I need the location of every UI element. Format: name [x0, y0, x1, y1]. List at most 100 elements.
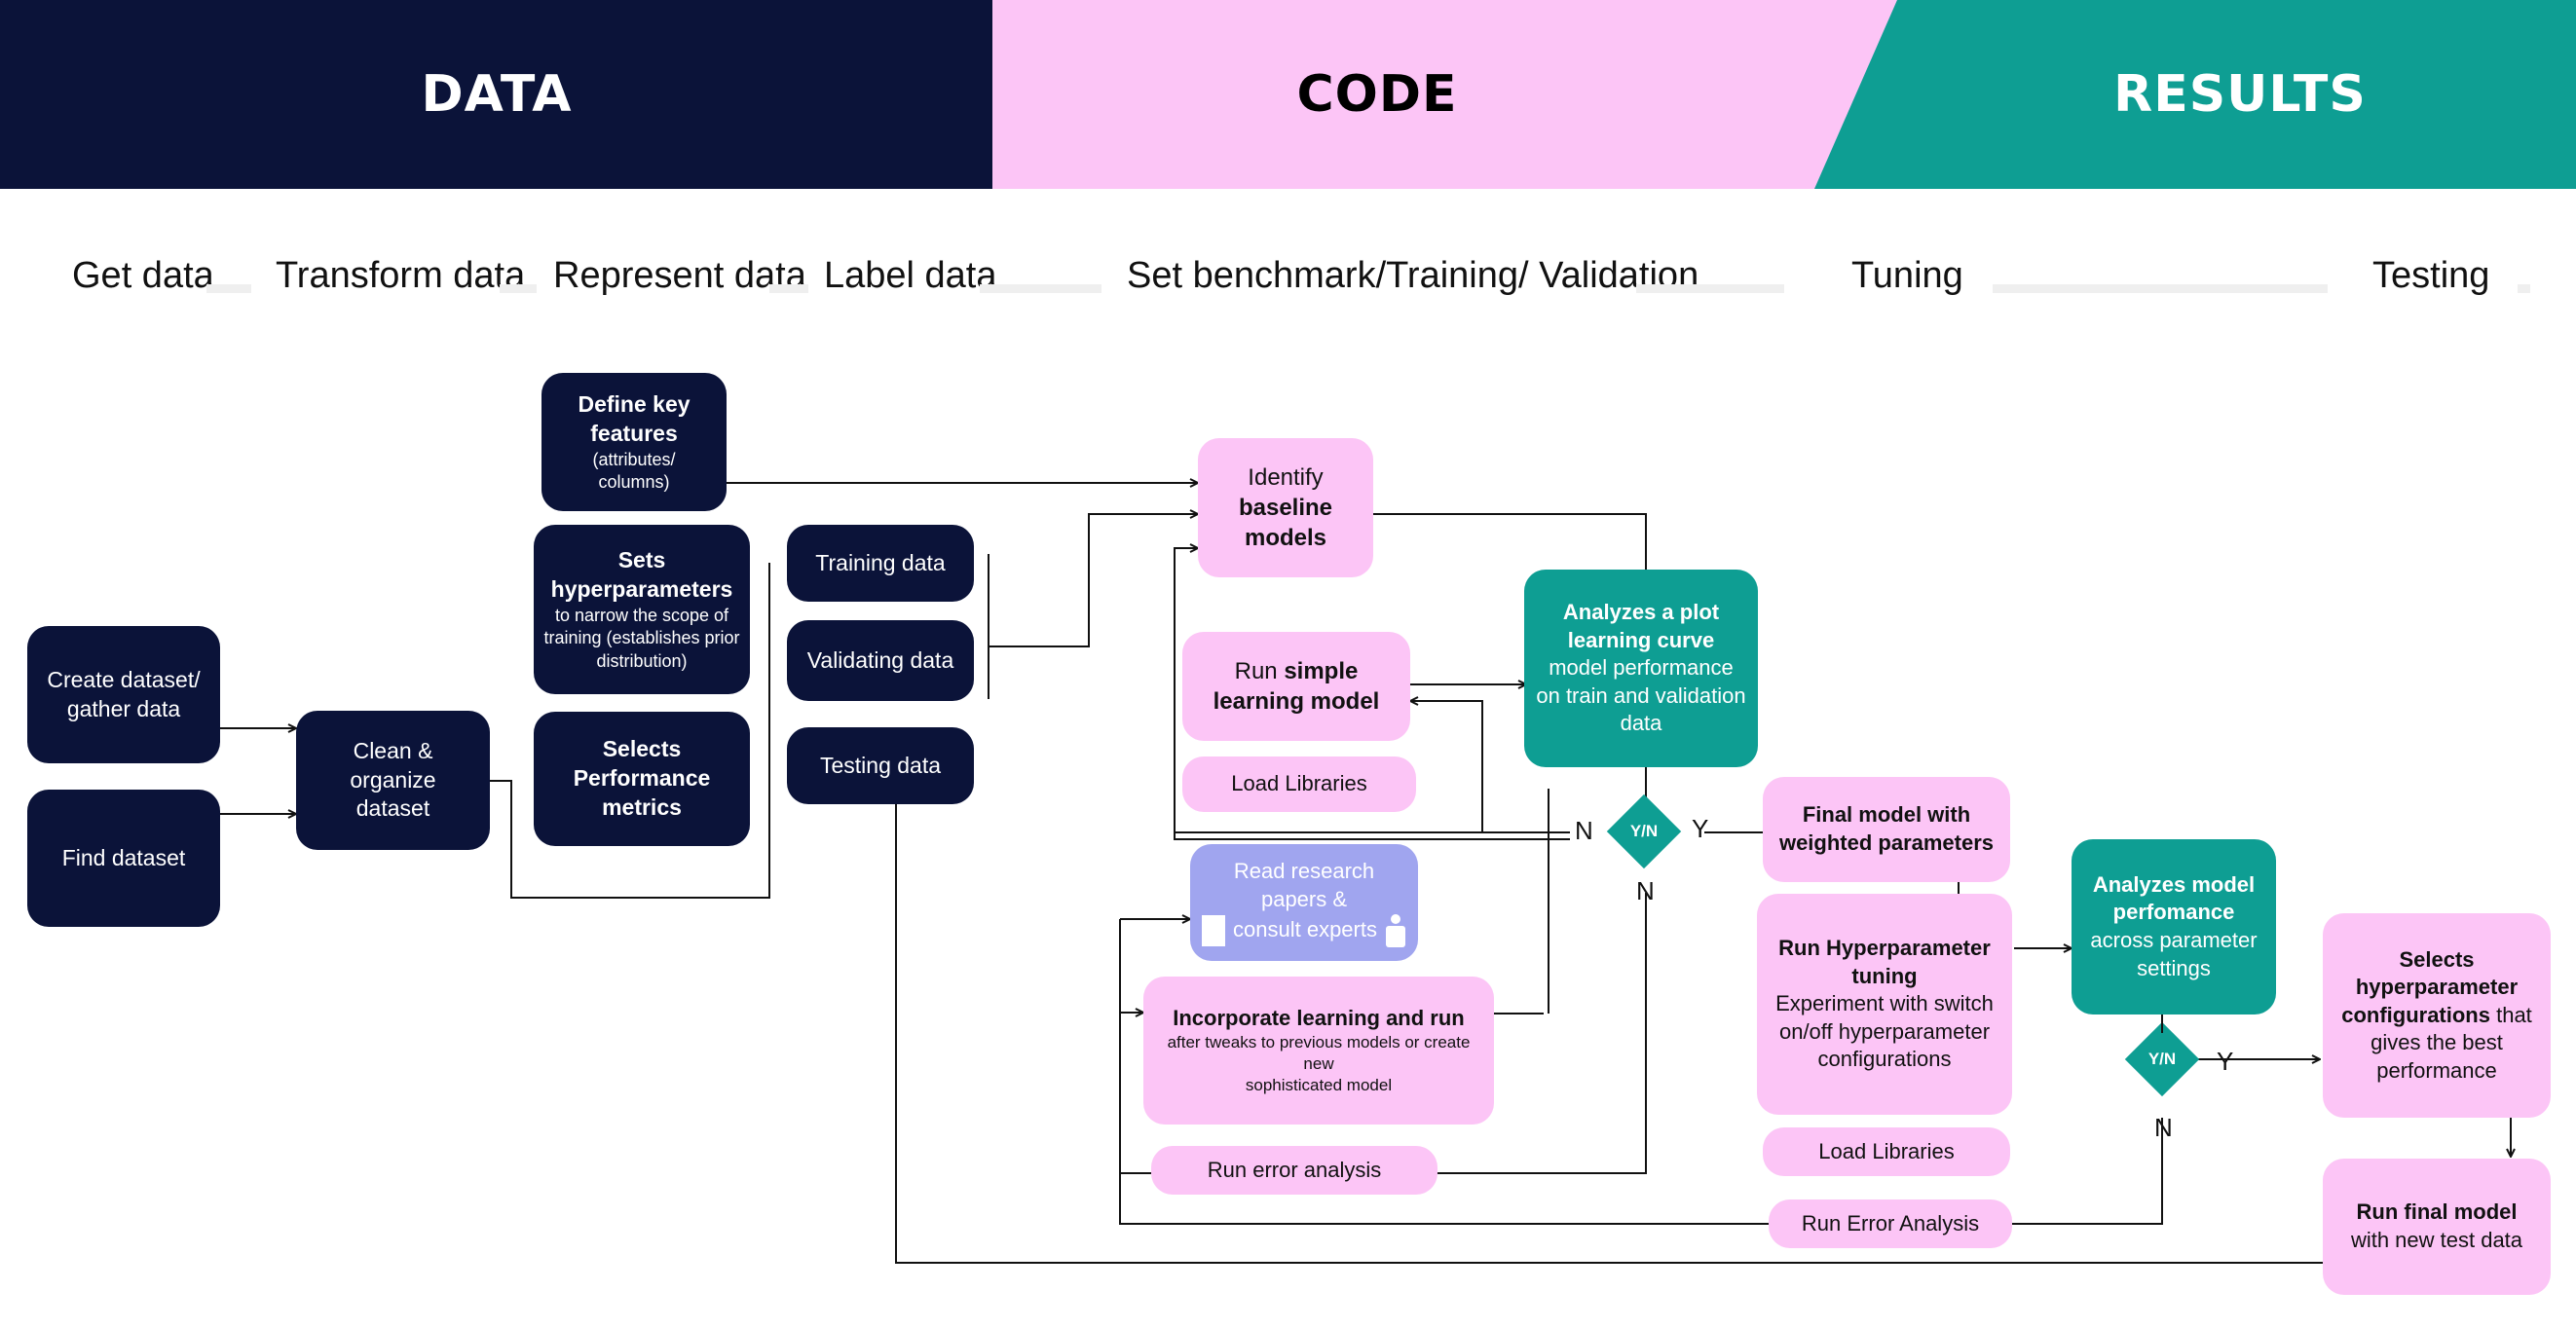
- stage-divider: [206, 284, 251, 293]
- selects-perf-bold3: metrics: [602, 793, 682, 820]
- analyzes-model-line3: across parameter: [2090, 928, 2258, 952]
- selects-config-bold2: hyperparameter: [2355, 975, 2519, 1000]
- define-bold2: features: [590, 420, 678, 446]
- stage-transform-data: Transform data: [276, 255, 526, 296]
- selects-config-bold3: configurations: [2341, 1002, 2490, 1027]
- run-final-model-node: Run final model with new test data: [2323, 1159, 2551, 1295]
- analyzes-learning-curve-node: Analyzes a plot learning curve model per…: [1524, 570, 1758, 767]
- run-simple-bold1: simple: [1284, 657, 1359, 684]
- selects-perf-bold1: Selects: [602, 736, 682, 762]
- define-small2: columns): [598, 471, 670, 492]
- testing-data-label: Testing data: [819, 752, 942, 778]
- decision-2-yes-label: Y: [2217, 1047, 2234, 1076]
- run-simple-line1: Run simple: [1235, 656, 1359, 686]
- identify-bold3: models: [1244, 525, 1327, 552]
- selects-config-bold1: Selects: [2399, 946, 2475, 972]
- create-dataset-line2: gather data: [66, 695, 181, 721]
- create-dataset-line1: Create dataset/: [47, 666, 201, 692]
- read-research-line2: consult experts: [1233, 916, 1377, 941]
- analyzes-curve-line5: data: [1620, 711, 1662, 736]
- final-model-bold1: Final model with: [1802, 802, 1971, 828]
- sets-hyper-small3: distribution): [596, 650, 688, 671]
- header-results-container: RESULTS: [2045, 0, 2435, 189]
- header-data-label: DATA: [421, 65, 573, 124]
- load-libraries-label-2: Load Libraries: [1818, 1138, 1955, 1163]
- testing-data-node: Testing data: [787, 727, 974, 804]
- read-research-line1: Read research papers &: [1233, 859, 1375, 911]
- define-bold1: Define key: [578, 390, 691, 417]
- stage-label-data: Label data: [824, 255, 997, 296]
- selects-performance-node: Selects Performance metrics: [534, 712, 750, 846]
- run-hyper-bold2: tuning: [1851, 963, 1918, 988]
- define-features-node: Define key features (attributes/ columns…: [541, 373, 727, 511]
- analyzes-curve-line4: on train and validation: [1536, 682, 1746, 708]
- sets-hyper-bold2: hyperparameters: [550, 575, 733, 602]
- stage-tuning: Tuning: [1851, 255, 1963, 296]
- selects-perf-bold2: Performance: [573, 765, 711, 792]
- analyzes-model-performance-node: Analyzes model perfomance across paramet…: [2072, 839, 2276, 1014]
- identify-line1: Identify: [1248, 463, 1324, 491]
- run-hyper-bold1: Run Hyperparameter: [1778, 936, 1991, 961]
- load-libraries-node: Load Libraries: [1182, 756, 1416, 812]
- analyzes-curve-line3: model performance: [1549, 655, 1734, 681]
- header-band-data: DATA: [0, 0, 993, 189]
- load-libraries-node-2: Load Libraries: [1763, 1127, 2010, 1176]
- define-small1: (attributes/: [592, 449, 676, 469]
- run-hyper-line4: on/off hyperparameter: [1778, 1018, 1991, 1044]
- incorporate-small1: after tweaks to previous models or creat…: [1167, 1033, 1471, 1074]
- final-model-node: Final model with weighted parameters: [1763, 777, 2010, 882]
- run-error-analysis-node: Run error analysis: [1151, 1146, 1437, 1195]
- incorporate-learning-node: Incorporate learning and run after tweak…: [1143, 977, 1494, 1125]
- sets-hyperparameters-node: Sets hyperparameters to narrow the scope…: [534, 525, 750, 694]
- decision-no-down-label: N: [1636, 876, 1655, 905]
- decision-label-2: Y/N: [2147, 1050, 2177, 1068]
- decision-2-no-label: N: [2154, 1113, 2173, 1142]
- run-error-analysis-label: Run error analysis: [1207, 1157, 1382, 1182]
- create-dataset-node: Create dataset/ gather data: [27, 626, 220, 763]
- incorporate-small2: sophisticated model: [1245, 1076, 1393, 1095]
- training-data-node: Training data: [787, 525, 974, 602]
- training-data-label: Training data: [815, 549, 946, 575]
- incorporate-bold1: Incorporate learning and run: [1173, 1005, 1465, 1030]
- stage-divider: [1993, 284, 2328, 293]
- person-icon: [1385, 913, 1406, 947]
- stage-represent-data: Represent data: [553, 255, 806, 296]
- read-research-line2-row: consult experts: [1202, 913, 1406, 947]
- run-hyper-line3: Experiment with switch: [1775, 991, 1994, 1016]
- run-hyper-line5: configurations: [1817, 1047, 1952, 1072]
- analyzes-model-bold1: Analyzes model: [2092, 871, 2256, 897]
- analyzes-model-line4: settings: [2137, 955, 2211, 980]
- final-model-bold2: weighted parameters: [1778, 830, 1995, 855]
- stage-divider: [980, 284, 1101, 293]
- selects-config-tail3: that: [2489, 1002, 2532, 1027]
- validating-data-label: Validating data: [806, 646, 954, 673]
- header-band-code: CODE: [992, 0, 1898, 189]
- read-research-node: Read research papers & consult experts: [1190, 844, 1418, 961]
- run-simple-pre: Run: [1234, 657, 1285, 684]
- run-simple-model-node: Run simple learning model: [1182, 632, 1410, 741]
- stage-divider: [2518, 284, 2530, 293]
- stage-get-data: Get data: [72, 255, 214, 296]
- stage-divider: [500, 284, 537, 293]
- decision-no-label: N: [1575, 816, 1593, 845]
- clean-organize-node: Clean & organize dataset: [296, 711, 490, 850]
- validating-data-node: Validating data: [787, 620, 974, 701]
- find-dataset-label: Find dataset: [61, 844, 186, 870]
- analyzes-curve-bold1: Analyzes a plot: [1562, 600, 1720, 625]
- clean-line1: Clean &: [353, 737, 433, 763]
- identify-bold2: baseline: [1238, 494, 1333, 521]
- header-results-label: RESULTS: [2113, 65, 2367, 124]
- identify-baseline-node: Identify baseline models: [1198, 438, 1373, 577]
- clean-line3: dataset: [355, 795, 430, 822]
- clean-line2: organize: [350, 766, 436, 793]
- stage-testing: Testing: [2372, 255, 2490, 296]
- stage-divider: [769, 284, 808, 293]
- run-final-bold1: Run final model: [2356, 1199, 2518, 1225]
- sets-hyper-small1: to narrow the scope of: [554, 605, 729, 625]
- selects-config-line4: gives the best: [2371, 1030, 2503, 1055]
- analyzes-model-bold2: perfomance: [2112, 900, 2235, 925]
- header-band-results: [1814, 0, 2576, 189]
- run-error-analysis-label-2: Run Error Analysis: [1801, 1210, 1980, 1236]
